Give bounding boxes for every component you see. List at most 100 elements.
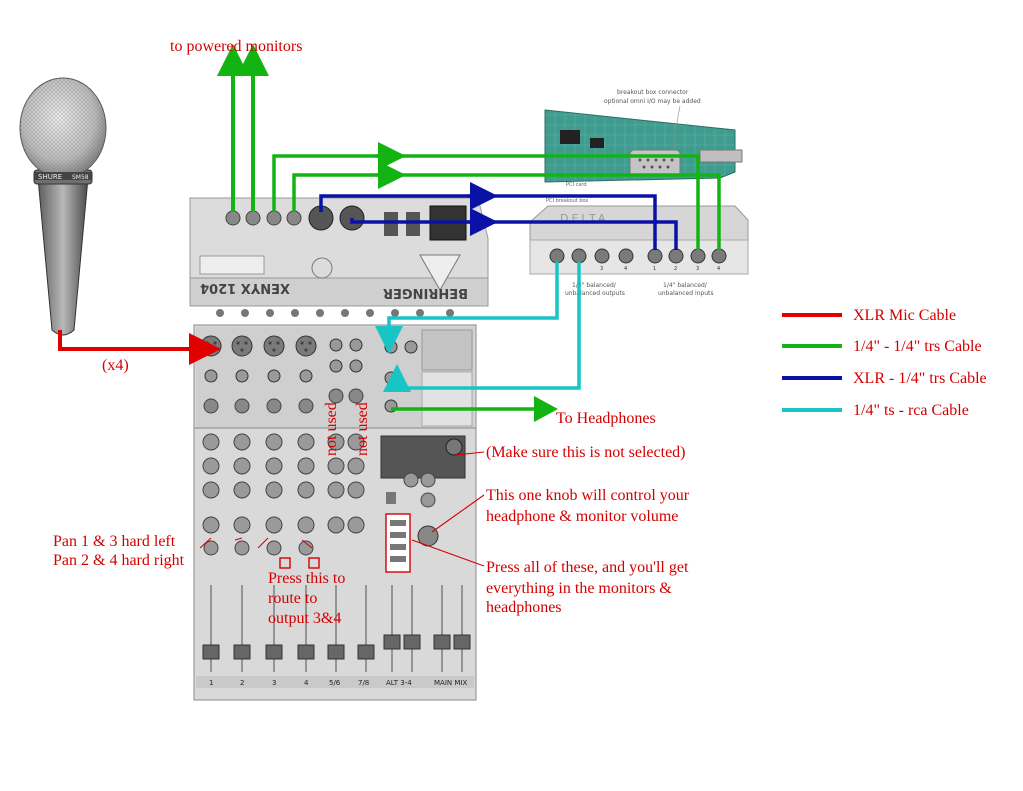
- legend-label-xlr-trs: XLR - 1/4" trs Cable: [853, 370, 987, 387]
- route-button-ch4: [308, 557, 320, 569]
- annotation-x4: (x4): [102, 357, 129, 374]
- jack-label-in-2: 2: [674, 266, 677, 272]
- cable-trs-box-to-alt-3: [272, 154, 700, 250]
- channel-label-5-6: 5/6: [329, 679, 341, 687]
- headphones-arrowhead: [534, 396, 558, 422]
- in-label-1: 1/4" balanced/: [663, 282, 708, 289]
- fader-alt-3: [383, 634, 401, 650]
- pan-knob-1: [202, 516, 220, 534]
- mic-brand: SHURE: [38, 173, 62, 181]
- jack-label-in-1: 1: [653, 266, 656, 272]
- connector-line-2: optional omni I/O may be added: [604, 98, 701, 105]
- route-button-ch3: [279, 557, 291, 569]
- fader-7-8: [357, 644, 375, 660]
- alt-label: ALT 3-4: [386, 679, 412, 687]
- annotation-knob-line-2: headphone & monitor volume: [486, 508, 678, 525]
- rear-jack-alt-4: [286, 210, 302, 226]
- cable-xlr-trs-right: [350, 218, 678, 250]
- fader-3: [265, 644, 283, 660]
- jack-label-out-3: 3: [600, 266, 603, 272]
- jack-label-in-4: 4: [717, 266, 720, 272]
- annotation-not-used-2: not used: [354, 402, 371, 456]
- tape-in-jack: [384, 371, 398, 385]
- box-in-3: [690, 248, 706, 264]
- diagram-title: to powered monitors: [170, 38, 302, 55]
- breakout-box: DELTA PCI breakout box 1 2 3 4 1 2 3 4 1…: [529, 198, 749, 297]
- pointer-lines: [199, 451, 485, 567]
- box-in-1: [647, 248, 663, 264]
- pan-knob-3: [265, 516, 283, 534]
- box-out-1: [549, 248, 565, 264]
- rear-jack-main-l: [225, 210, 241, 226]
- out-label-2: unbalanced outputs: [565, 290, 625, 297]
- legend-label-trs: 1/4" - 1/4" trs Cable: [853, 338, 982, 355]
- channel-label-1: 1: [209, 679, 213, 687]
- microphone: SHURE SM58: [19, 77, 107, 336]
- pci-card-label: PCI card: [566, 182, 587, 188]
- annotation-route-line-3: output 3&4: [268, 610, 341, 627]
- box-out-3: [594, 248, 610, 264]
- legend: XLR Mic Cable 1/4" - 1/4" trs Cable XLR …: [782, 307, 987, 419]
- annotation-make-sure: (Make sure this is not selected): [486, 444, 686, 461]
- cable-rca-right: [383, 262, 581, 392]
- main-mix-label: MAIN MIX: [434, 679, 467, 687]
- tape-to-mix-switch: [386, 492, 396, 504]
- box-in-4: [711, 248, 727, 264]
- legend-label-rca: 1/4" ts - rca Cable: [853, 402, 969, 419]
- box-out-2: [571, 248, 587, 264]
- jack-label-in-3: 3: [696, 266, 699, 272]
- annotation-press-line-2: everything in the monitors &: [486, 580, 672, 597]
- annotation-pan-line-1: Pan 1 & 3 hard left: [53, 533, 176, 550]
- pan-knob-4: [297, 516, 315, 534]
- dsub-connector: [629, 149, 681, 177]
- box-out-4: [618, 248, 634, 264]
- fader-5-6: [327, 644, 345, 660]
- fader-1: [202, 644, 220, 660]
- fader-main-l: [433, 634, 451, 650]
- legend-label-xlr-mic: XLR Mic Cable: [853, 307, 956, 324]
- annotation-press-line-3: headphones: [486, 599, 562, 616]
- rear-jack-main-r: [245, 210, 261, 226]
- annotation-press-line-1: Press all of these, and you'll get: [486, 559, 689, 576]
- mixer-xlr-4: [295, 335, 317, 357]
- out-label-1: 1/4" balanced/: [572, 282, 617, 289]
- channel-label-4: 4: [304, 679, 309, 687]
- mixer-xlr-3: [263, 335, 285, 357]
- xenyx-rear-panel: BEHRINGER XENYX 1204: [189, 197, 489, 317]
- annotation-route-line-1: Press this to: [268, 570, 345, 587]
- connector-line-1: breakout box connector: [617, 89, 689, 96]
- annotation-knob-line-1: This one knob will control your: [486, 487, 690, 504]
- fader-alt-4: [403, 634, 421, 650]
- pan-knob-2: [233, 516, 251, 534]
- mixer: 1 2 3 4 5/6 7/8 ALT 3-4 MAIN MIX: [193, 324, 477, 701]
- xenyx-brand-label: BEHRINGER: [383, 285, 468, 300]
- pci-breakout-label: PCI breakout box: [546, 198, 588, 204]
- xenyx-model-label: XENYX 1204: [200, 280, 290, 295]
- jack-label-out-4: 4: [624, 266, 627, 272]
- fader-main-r: [453, 634, 471, 650]
- pci-card: breakout box connector optional omni I/O…: [544, 89, 743, 188]
- phantom-switch: [384, 212, 398, 236]
- cables: [58, 44, 721, 422]
- mixer-xlr-1: [200, 335, 222, 357]
- channel-label-2: 2: [240, 679, 244, 687]
- annotation-to-headphones: To Headphones: [556, 410, 656, 427]
- in-label-2: unbalanced inputs: [658, 290, 714, 297]
- annotation-not-used-1: not used: [323, 402, 340, 456]
- cable-rca-left: [375, 262, 559, 354]
- box-in-2: [668, 248, 684, 264]
- mixer-xlr-2: [231, 335, 253, 357]
- cable-xlr-mic: [58, 330, 221, 365]
- fader-4: [297, 644, 315, 660]
- phones-jack: [384, 340, 398, 354]
- annotation-route-line-2: route to: [268, 590, 317, 607]
- rear-jack-alt-3: [266, 210, 282, 226]
- channel-label-7-8: 7/8: [358, 679, 369, 687]
- cable-trs-box-to-alt-4: [292, 173, 721, 250]
- power-switch: [406, 212, 420, 236]
- fader-2: [233, 644, 251, 660]
- annotation-pan-line-2: Pan 2 & 4 hard right: [53, 552, 185, 569]
- channel-label-3: 3: [272, 679, 276, 687]
